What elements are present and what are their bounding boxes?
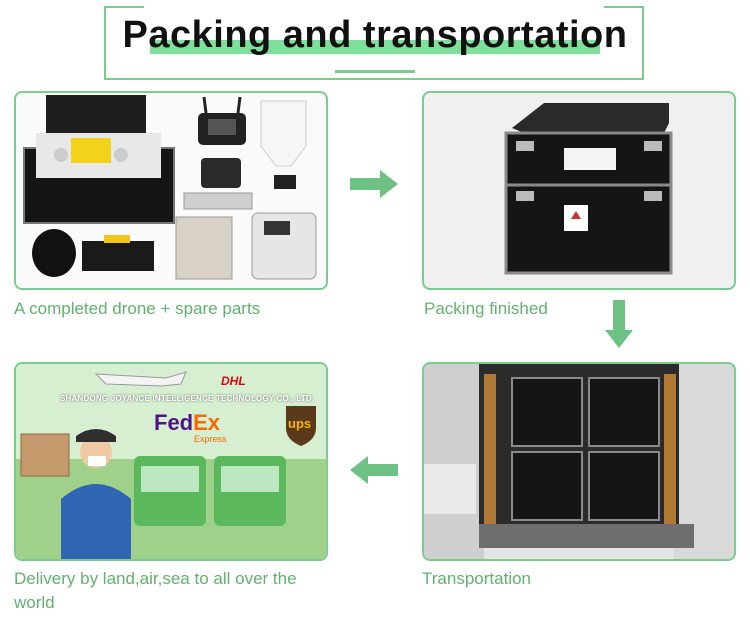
dhl-logo-text: DHL (221, 374, 246, 388)
drone-parts-image (14, 91, 328, 290)
title-frame (104, 6, 644, 80)
caption-transport: Transportation (422, 569, 531, 588)
delivery-illustration (16, 364, 326, 559)
latch (644, 191, 662, 201)
fedex-fed: Fed (154, 410, 194, 435)
courier-body (61, 484, 131, 559)
metal-bracket (183, 192, 253, 210)
latch (516, 191, 534, 201)
spray-tank (260, 100, 307, 167)
case-top (512, 103, 669, 133)
drone-parts-illustration (23, 95, 317, 280)
title-underline (335, 70, 415, 73)
propeller (114, 148, 128, 162)
camera-module (201, 158, 241, 188)
caption-packing: Packing finished (424, 299, 548, 318)
drone-body (71, 138, 111, 163)
toolbox-handle (104, 235, 130, 243)
latch (644, 141, 662, 151)
motor-part (32, 229, 76, 277)
ups-logo-text: ups (288, 416, 312, 431)
propeller (54, 148, 68, 162)
toolbox (82, 241, 154, 271)
tank-base (274, 175, 296, 189)
charger-display (264, 221, 290, 235)
caption-parts: A completed drone + spare parts (14, 299, 261, 318)
flight-case (511, 451, 583, 521)
company-name: SHANDONG JOYANCE INTELLIGENCE TECHNOLOGY… (60, 394, 315, 403)
battery (175, 216, 233, 280)
delivery-image: SHANDONG JOYANCE INTELLIGENCE TECHNOLOGY… (14, 362, 328, 561)
flight-case (511, 377, 583, 447)
airplane (94, 371, 187, 387)
latch (516, 141, 534, 151)
packed-case-illustration (504, 103, 673, 275)
transport-image (422, 362, 736, 561)
transport-illustration (424, 364, 734, 559)
parked-car (424, 464, 476, 514)
arrow-right-icon (350, 170, 398, 198)
flight-case (588, 377, 660, 447)
packed-case-image (422, 91, 736, 290)
package-box (20, 433, 70, 477)
caption-delivery: Delivery by land,air,sea to all over the… (14, 569, 297, 612)
fedex-express: Express (194, 434, 227, 444)
flight-case (588, 451, 660, 521)
fedex-ex: Ex (193, 410, 221, 435)
case-label (564, 148, 616, 170)
fedex-logo: FedEx (154, 410, 220, 436)
truck-ramp (479, 524, 694, 548)
building (424, 364, 484, 559)
title-highlight (150, 40, 600, 54)
arrow-down-icon (605, 300, 633, 348)
ups-logo (286, 406, 316, 446)
page-title: Packing and transportation (122, 14, 628, 56)
arrow-left-icon (350, 456, 398, 484)
controller-screen (208, 119, 236, 135)
